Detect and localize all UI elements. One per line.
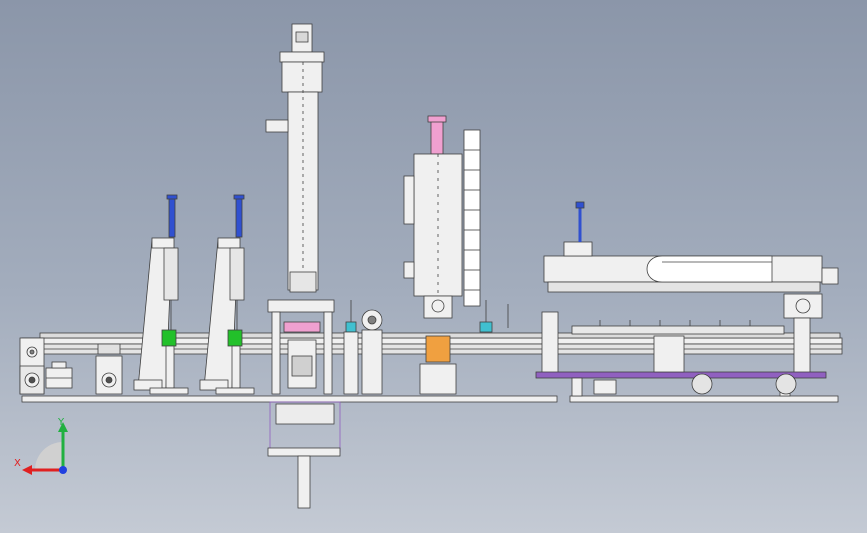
- conveyor-support-left: [45, 361, 73, 389]
- coordinate-triad: X Y: [14, 417, 68, 475]
- gantry-motor: [783, 267, 839, 319]
- round-fixture: [361, 309, 383, 395]
- small-post-1: [343, 300, 359, 395]
- column-lower-extension: [267, 401, 341, 509]
- orange-block: [425, 335, 451, 363]
- column-base-frame: [267, 299, 335, 395]
- green-block-2: [227, 329, 243, 347]
- triad-disc: [35, 442, 63, 470]
- conveyor-end-left: [19, 337, 45, 395]
- conveyor-motor-left: [95, 343, 123, 395]
- cable-chain-gantry: [646, 255, 773, 283]
- gantry-legs: [541, 311, 811, 375]
- green-block-1: [161, 329, 177, 347]
- vertical-station-right: [403, 115, 463, 395]
- triad-y-label: Y: [57, 417, 65, 428]
- vertical-column: [265, 23, 325, 293]
- triad-z-axis: [59, 466, 67, 474]
- press-station-2: [199, 237, 255, 395]
- base-plate-right: [569, 395, 839, 403]
- triad-x-label: X: [14, 458, 21, 469]
- tray-row: [571, 320, 785, 335]
- bottom-rollers: [593, 335, 797, 395]
- press-station-1: [133, 237, 189, 395]
- base-plate-left: [21, 395, 558, 403]
- cable-chain-vertical: [463, 129, 481, 307]
- cylinder-blue-2: [233, 194, 245, 238]
- small-post-2: [479, 300, 509, 333]
- cylinder-blue-1: [166, 194, 178, 238]
